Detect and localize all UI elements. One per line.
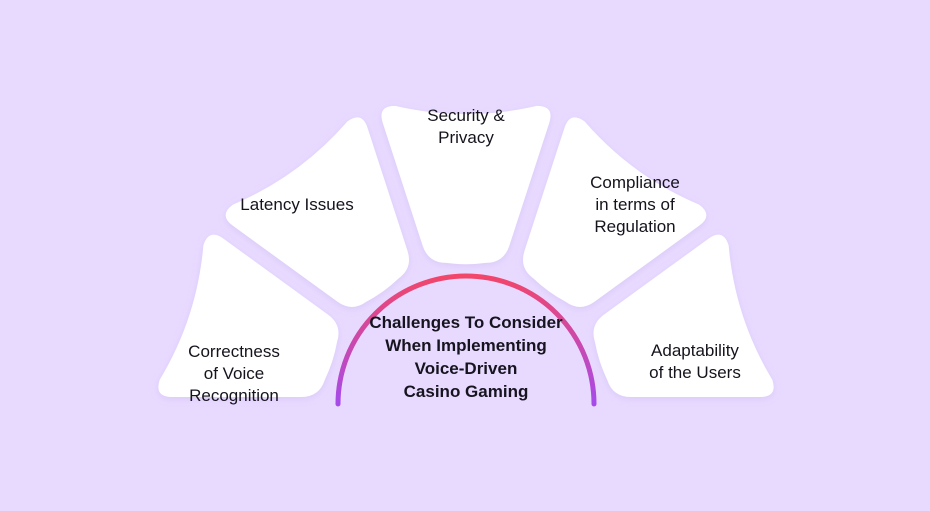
label-line: Adaptability	[651, 341, 739, 360]
center-title-line: When Implementing	[385, 336, 547, 355]
label-line: Latency Issues	[240, 195, 354, 214]
label-line: in terms of	[595, 195, 675, 214]
label-line: of Voice	[203, 364, 265, 383]
segment-label-latency: Latency Issues	[240, 194, 353, 216]
segment-label-compliance: Compliance in terms of Regulation	[590, 172, 680, 238]
segment-label-security: Security & Privacy	[427, 105, 504, 149]
segment-adaptability	[593, 234, 774, 398]
segment-label-adaptability: Adaptability of the Users	[649, 340, 741, 384]
label-line: of the Users	[649, 363, 741, 382]
label-line: Compliance	[590, 173, 680, 192]
label-line: Security &	[427, 106, 505, 125]
segment-layer	[158, 105, 774, 398]
center-title-line: Voice-Driven	[414, 359, 518, 378]
segment-latency	[225, 117, 410, 307]
segment-compliance	[522, 117, 707, 307]
segment-label-correctness: Correctness of Voice Recognition	[188, 341, 280, 407]
segment-security	[381, 105, 551, 265]
center-title: Challenges To Consider When Implementing…	[369, 311, 562, 403]
center-title-line: Casino Gaming	[403, 382, 529, 401]
label-line: Correctness	[188, 342, 280, 361]
label-line: Privacy	[438, 128, 494, 147]
center-gradient-arc	[335, 273, 597, 407]
segment-correctness	[158, 234, 339, 398]
label-line: Recognition	[189, 386, 279, 405]
center-title-line: Challenges To Consider	[369, 313, 563, 332]
label-line: Regulation	[594, 217, 676, 236]
